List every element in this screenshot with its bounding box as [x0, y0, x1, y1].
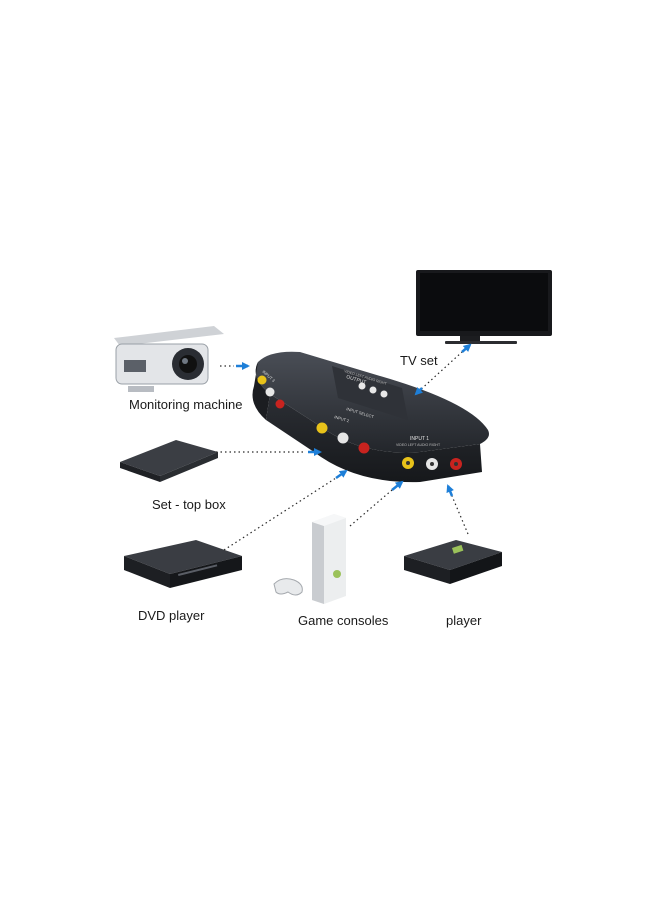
dvd-arrow-icon: [335, 469, 348, 480]
tv-connection: [417, 351, 463, 393]
player-label: player: [446, 613, 482, 628]
monitoring-camera-device: [114, 326, 224, 392]
tv-set-label: TV set: [400, 353, 438, 368]
select-button-2: [369, 386, 377, 394]
input-1-sub-label: VIDEO LEFT AUDIO RIGHT: [396, 443, 441, 447]
game-console-arrow-icon: [391, 480, 404, 491]
input-2-label: INPUT 2: [334, 414, 351, 423]
rca-white-jack: [265, 387, 275, 397]
output-panel-label: OUTPUT: [345, 374, 366, 386]
av-switch-box: OUTPUT VIDEO LEFT AUDIO RIGHT INPUT SELE…: [252, 351, 489, 483]
game-console-connection: [349, 489, 393, 527]
tv-set-device: [416, 270, 552, 344]
rca-yellow-jack: [257, 375, 267, 385]
select-button-1: [358, 382, 366, 390]
rca-red-jack: [358, 442, 370, 454]
game-console-device: [273, 514, 346, 604]
rca-yellow-jack: [316, 422, 328, 434]
set-top-box-label: Set - top box: [152, 497, 226, 512]
monitoring-machine-label: Monitoring machine: [129, 397, 243, 412]
rca-red-jack: [275, 399, 285, 409]
tv-arrow-icon: [414, 386, 424, 396]
player-connection: [451, 495, 469, 535]
select-button-3: [380, 390, 388, 398]
input-1-label: INPUT 1: [410, 436, 429, 442]
dvd-player-device: [124, 540, 242, 588]
player-arrow-icon: [446, 484, 454, 497]
set-top-box-device: [120, 440, 218, 482]
tv-up-arrow-icon: [461, 343, 472, 353]
rca-white-jack: [337, 432, 349, 444]
game-consoles-label: Game consoles: [298, 613, 389, 628]
media-player-device: [404, 540, 502, 584]
connection-lines: [216, 351, 469, 551]
connection-arrows: [236, 343, 472, 497]
dvd-player-label: DVD player: [138, 608, 205, 623]
